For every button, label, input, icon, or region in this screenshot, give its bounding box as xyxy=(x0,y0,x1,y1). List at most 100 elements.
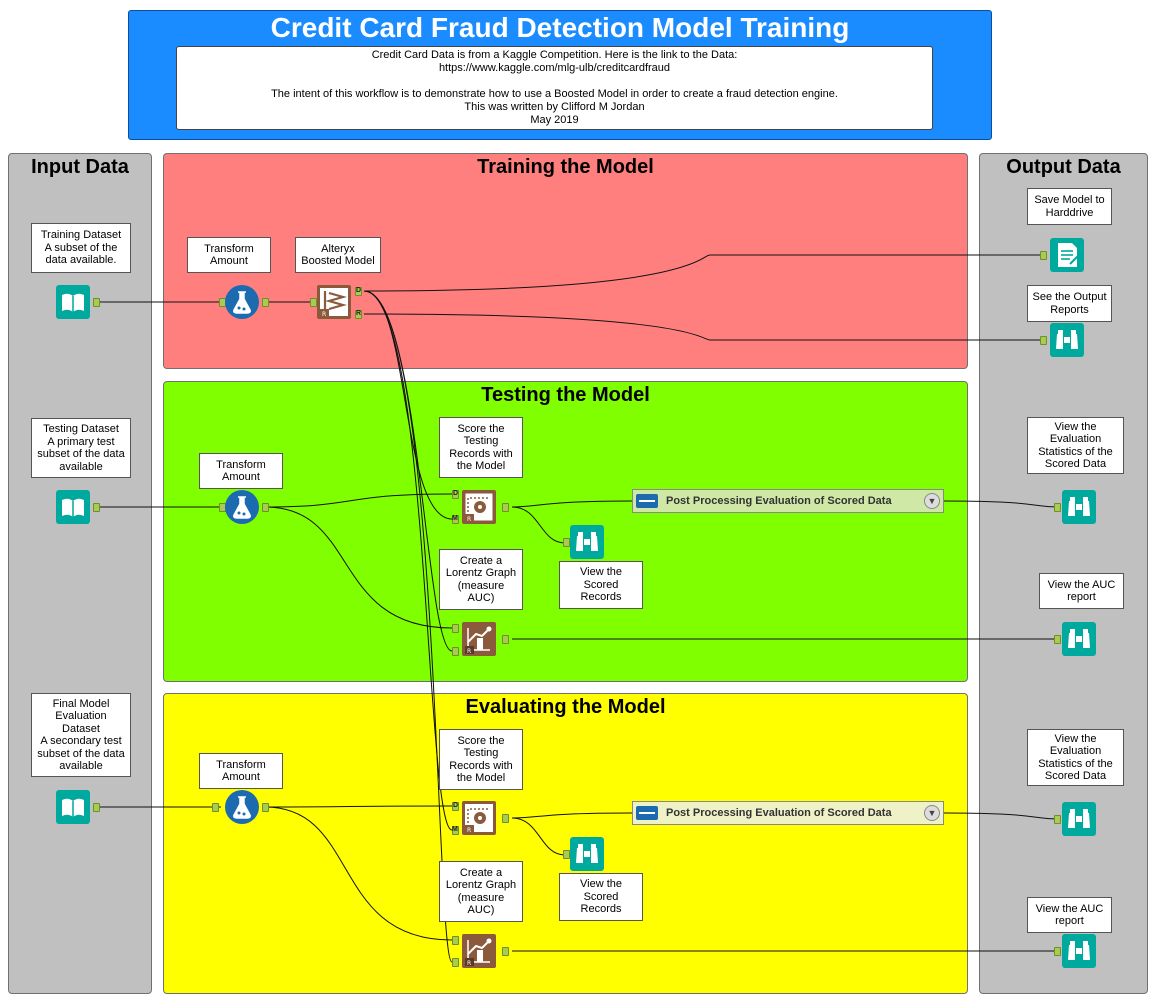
training-dataset-comment[interactable]: Training Dataset A subset of the data av… xyxy=(31,223,131,273)
testing-input-tool[interactable] xyxy=(56,490,90,524)
testing-container[interactable]: Testing the Model xyxy=(163,381,968,682)
training-transform-comment[interactable]: Transform Amount xyxy=(187,237,271,273)
binoculars-icon xyxy=(570,525,604,559)
save-model-in-anchor[interactable] xyxy=(1040,251,1047,260)
training-formula-tool[interactable] xyxy=(225,285,259,319)
evaluating-input-tool[interactable] xyxy=(56,790,90,824)
testing-score-m-anchor[interactable] xyxy=(452,515,459,524)
testing-scored-comment[interactable]: View the Scored Records xyxy=(559,561,643,609)
svg-text:R: R xyxy=(467,960,471,967)
evaluating-eval-browse-tool[interactable] xyxy=(1062,802,1096,836)
testing-auc-browse-in-anchor[interactable] xyxy=(1054,635,1061,644)
header-line-5: This was written by Clifford M Jordan xyxy=(464,101,645,113)
evaluating-auc-comment-text: View the AUC report xyxy=(1035,902,1104,928)
book-icon xyxy=(56,490,90,524)
evaluating-dataset-comment-text: Final Model Evaluation Dataset A seconda… xyxy=(37,697,125,773)
testing-score-d-anchor[interactable] xyxy=(452,490,459,499)
testing-scored-browse-tool[interactable] xyxy=(570,525,604,559)
evaluating-dataset-comment[interactable]: Final Model Evaluation Dataset A seconda… xyxy=(31,693,131,777)
evaluating-auc-browse-in-anchor[interactable] xyxy=(1054,947,1061,956)
testing-scored-comment-text: View the Scored Records xyxy=(580,566,622,604)
testing-eval-browse-tool[interactable] xyxy=(1062,490,1096,524)
evaluating-eval-stats-comment-text: View the Evaluation Statistics of the Sc… xyxy=(1038,732,1113,783)
testing-eval-stats-comment[interactable]: View the Evaluation Statistics of the Sc… xyxy=(1027,417,1124,474)
evaluating-lorentz-in2-anchor[interactable] xyxy=(452,958,459,967)
evaluating-transform-comment[interactable]: Transform Amount xyxy=(199,753,283,789)
testing-score-tool[interactable]: R xyxy=(462,490,496,524)
boosted-model-tool[interactable]: R xyxy=(317,285,351,319)
evaluating-lorentz-in1-anchor[interactable] xyxy=(452,936,459,945)
training-transform-out-anchor[interactable] xyxy=(262,298,269,307)
evaluating-scored-comment-text: View the Scored Records xyxy=(580,878,622,916)
evaluating-post-processing-macro[interactable]: Post Processing Evaluation of Scored Dat… xyxy=(632,801,944,825)
testing-lorentz-in2-anchor[interactable] xyxy=(452,647,459,656)
evaluating-lorentz-out-anchor[interactable] xyxy=(502,947,509,956)
training-input-out-anchor[interactable] xyxy=(93,298,100,307)
evaluating-score-out-anchor[interactable] xyxy=(502,814,509,823)
binoculars-icon xyxy=(1062,622,1096,656)
training-input-tool[interactable] xyxy=(56,285,90,319)
testing-lorentz-comment[interactable]: Create a Lorentz Graph (measure AUC) xyxy=(439,549,523,610)
testing-transform-out-anchor[interactable] xyxy=(262,503,269,512)
testing-lorentz-in1-anchor[interactable] xyxy=(452,624,459,633)
training-model-comment[interactable]: Alteryx Boosted Model xyxy=(295,237,381,273)
evaluating-formula-tool[interactable] xyxy=(225,790,259,824)
testing-formula-tool[interactable] xyxy=(225,490,259,524)
evaluating-auc-comment[interactable]: View the AUC report xyxy=(1027,897,1112,933)
evaluating-lorentz-comment-text: Create a Lorentz Graph (measure AUC) xyxy=(445,866,517,917)
testing-transform-comment[interactable]: Transform Amount xyxy=(199,453,283,489)
testing-auc-comment[interactable]: View the AUC report xyxy=(1039,573,1124,609)
testing-scored-browse-in-anchor[interactable] xyxy=(563,538,570,547)
evaluating-eval-browse-in-anchor[interactable] xyxy=(1054,815,1061,824)
header-line-4: The intent of this workflow is to demons… xyxy=(271,88,838,100)
header-comment[interactable]: Credit Card Data is from a Kaggle Compet… xyxy=(176,46,933,130)
evaluating-input-out-anchor[interactable] xyxy=(93,803,100,812)
evaluating-scored-browse-in-anchor[interactable] xyxy=(563,850,570,859)
output-reports-browse-tool[interactable] xyxy=(1050,323,1084,357)
output-reports-comment[interactable]: See the Output Reports xyxy=(1027,285,1112,322)
evaluating-scored-comment[interactable]: View the Scored Records xyxy=(559,873,643,921)
evaluating-auc-browse-tool[interactable] xyxy=(1062,934,1096,968)
evaluating-transform-in-anchor[interactable] xyxy=(212,803,219,812)
save-model-comment[interactable]: Save Model to Harddrive xyxy=(1027,188,1112,225)
evaluating-macro-label: Post Processing Evaluation of Scored Dat… xyxy=(666,807,892,819)
evaluating-score-comment[interactable]: Score the Testing Records with the Model xyxy=(439,729,523,790)
header-container[interactable]: Credit Card Fraud Detection Model Traini… xyxy=(128,10,992,140)
testing-input-out-anchor[interactable] xyxy=(93,503,100,512)
evaluating-scored-browse-tool[interactable] xyxy=(570,837,604,871)
training-container[interactable]: Training the Model xyxy=(163,153,968,369)
training-transform-comment-text: Transform Amount xyxy=(204,242,254,268)
chevron-down-icon[interactable]: ▼ xyxy=(924,493,940,509)
binoculars-icon xyxy=(1050,323,1084,357)
output-reports-in-anchor[interactable] xyxy=(1040,336,1047,345)
testing-auc-browse-tool[interactable] xyxy=(1062,622,1096,656)
testing-auc-comment-text: View the AUC report xyxy=(1047,578,1116,604)
boosted-model-d-anchor[interactable] xyxy=(355,287,362,296)
testing-score-m-label: M xyxy=(452,515,458,522)
testing-eval-browse-in-anchor[interactable] xyxy=(1054,503,1061,512)
boosted-model-d-label: D xyxy=(356,287,362,294)
evaluating-score-tool[interactable]: R xyxy=(462,801,496,835)
evaluating-title: Evaluating the Model xyxy=(465,696,666,718)
evaluating-lorentz-comment[interactable]: Create a Lorentz Graph (measure AUC) xyxy=(439,861,523,922)
boosted-model-r-anchor[interactable] xyxy=(355,310,362,319)
testing-score-comment[interactable]: Score the Testing Records with the Model xyxy=(439,417,523,478)
testing-dataset-comment[interactable]: Testing Dataset A primary test subset of… xyxy=(31,418,131,478)
testing-eval-stats-comment-text: View the Evaluation Statistics of the Sc… xyxy=(1038,420,1113,471)
score-icon: R xyxy=(462,490,496,524)
svg-text:R: R xyxy=(467,516,471,523)
testing-post-processing-macro[interactable]: Post Processing Evaluation of Scored Dat… xyxy=(632,489,944,513)
testing-lorentz-out-anchor[interactable] xyxy=(502,635,509,644)
testing-lorentz-tool[interactable]: R xyxy=(462,622,496,656)
evaluating-container[interactable]: Evaluating the Model xyxy=(163,693,968,994)
evaluating-score-m-anchor[interactable] xyxy=(452,826,459,835)
evaluating-transform-out-anchor[interactable] xyxy=(262,803,269,812)
boosted-model-in-anchor[interactable] xyxy=(310,298,317,307)
input-data-container[interactable]: Input Data xyxy=(8,153,152,994)
evaluating-eval-stats-comment[interactable]: View the Evaluation Statistics of the Sc… xyxy=(1027,729,1124,786)
evaluating-lorentz-tool[interactable]: R xyxy=(462,934,496,968)
testing-score-out-anchor[interactable] xyxy=(502,503,509,512)
chevron-down-icon[interactable]: ▼ xyxy=(924,805,940,821)
save-model-output-tool[interactable] xyxy=(1050,238,1084,272)
evaluating-score-d-anchor[interactable] xyxy=(452,802,459,811)
